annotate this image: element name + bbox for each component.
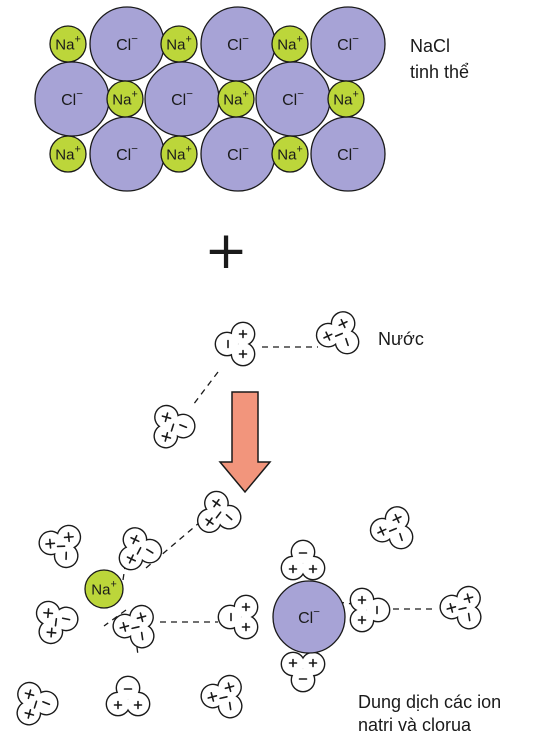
crystal-sodium-ion-1-2: Na+ [327,80,365,118]
crystal-title: NaCl [410,36,450,56]
solution-label-line1: Dung dịch các ion [358,692,501,712]
crystal-sodium-ion-0-2-label: Na+ [277,34,303,54]
crystal-sodium-ion-2-1: Na+ [160,135,198,173]
crystal-chloride-ion-1-1: Cl− [144,61,220,137]
water-molecule-icon [112,604,155,649]
solution-sodium-ion: Na+ [84,569,124,609]
crystal-sodium-ion-2-0: Na+ [49,135,87,173]
solution-ions: Na+ Cl− [84,569,346,654]
crystal-sodium-ion-1-0-label: Na+ [112,89,138,109]
water-molecule-icon [105,675,151,717]
water-molecule-icon [217,594,259,640]
water-molecule-icon [153,404,196,449]
water-molecule-icon [118,527,163,571]
crystal-sodium-ion-0-0-label: Na+ [55,34,81,54]
crystal-sodium-ion-1-1: Na+ [217,80,255,118]
solution-chloride-ion: Cl− [272,580,346,654]
crystal-sodium-ion-1-0: Na+ [106,80,144,118]
crystal-sodium-ion-0-1: Na+ [160,25,198,63]
crystal-subtitle: tinh thể [410,62,469,82]
water-molecule-icon [439,585,482,630]
crystal-chloride-ion-2-1: Cl− [200,116,276,192]
crystal-sodium-ion-1-2-circle [327,80,365,118]
crystal-sodium-ion-0-0: Na+ [49,25,87,63]
crystal-sodium-ion-2-1-circle [160,135,198,173]
crystal-sodium-ion-2-0-circle [49,135,87,173]
crystal-sodium-ion-2-2-circle [271,135,309,173]
crystal-sodium-ion-0-0-circle [49,25,87,63]
hydrogen-bond-4 [103,609,127,627]
water-molecule-icon [280,539,326,581]
down-arrow-icon [218,391,272,494]
crystal-chloride-ion-0-1: Cl− [200,6,276,82]
crystal-chloride-ion-0-0: Cl− [89,6,165,82]
solution-chloride-ion-circle [272,580,346,654]
water-molecule-icon [35,600,79,645]
solution-label-line2: natri và clorua [358,715,472,735]
water-molecule-icon [16,681,59,726]
solution-sodium-ion-label: Na+ [91,579,117,599]
crystal-sodium-ion-1-1-circle [217,80,255,118]
crystal-sodium-ion-2-0-label: Na+ [55,144,81,164]
water-molecule-icon [38,524,82,569]
crystal-chloride-ion-1-2: Cl− [255,61,331,137]
water-molecule-icon [196,490,242,534]
water-molecule-icon [315,311,360,355]
crystal-sodium-ion-1-0-circle [106,80,144,118]
crystal-sodium-ion-0-1-label: Na+ [166,34,192,54]
water-molecule-icon [200,674,243,719]
crystal-sodium-ion-0-2: Na+ [271,25,309,63]
water-molecule-icon [369,506,414,550]
water-molecule-icon [349,587,391,633]
water-molecule-icon [280,651,326,693]
water-molecule-icon [214,321,256,367]
crystal-sodium-ion-0-2-circle [271,25,309,63]
water-molecules [16,311,482,726]
water-label: Nước [378,329,424,349]
crystal-sodium-ion-2-2-label: Na+ [277,144,303,164]
crystal-sodium-ion-0-1-circle [160,25,198,63]
solution-sodium-ion-circle [84,569,124,609]
crystal-chloride-ion-2-0: Cl− [89,116,165,192]
crystal-sodium-ion-2-1-label: Na+ [166,144,192,164]
crystal-chloride-ion-2-2: Cl− [310,116,386,192]
hydrogen-bond-1 [192,371,219,406]
crystal-chloride-ion-1-0: Cl− [34,61,110,137]
plus-sign: + [204,221,248,281]
crystal-sodium-ion-1-2-label: Na+ [333,89,359,109]
crystal-chloride-ion-0-2: Cl− [310,6,386,82]
crystal-sodium-ion-1-1-label: Na+ [223,89,249,109]
nacl-crystal-lattice: Cl−Cl−Cl−Cl−Cl−Cl−Cl−Cl−Cl−Na+Na+Na+Na+N… [34,6,386,192]
crystal-sodium-ion-2-2: Na+ [271,135,309,173]
